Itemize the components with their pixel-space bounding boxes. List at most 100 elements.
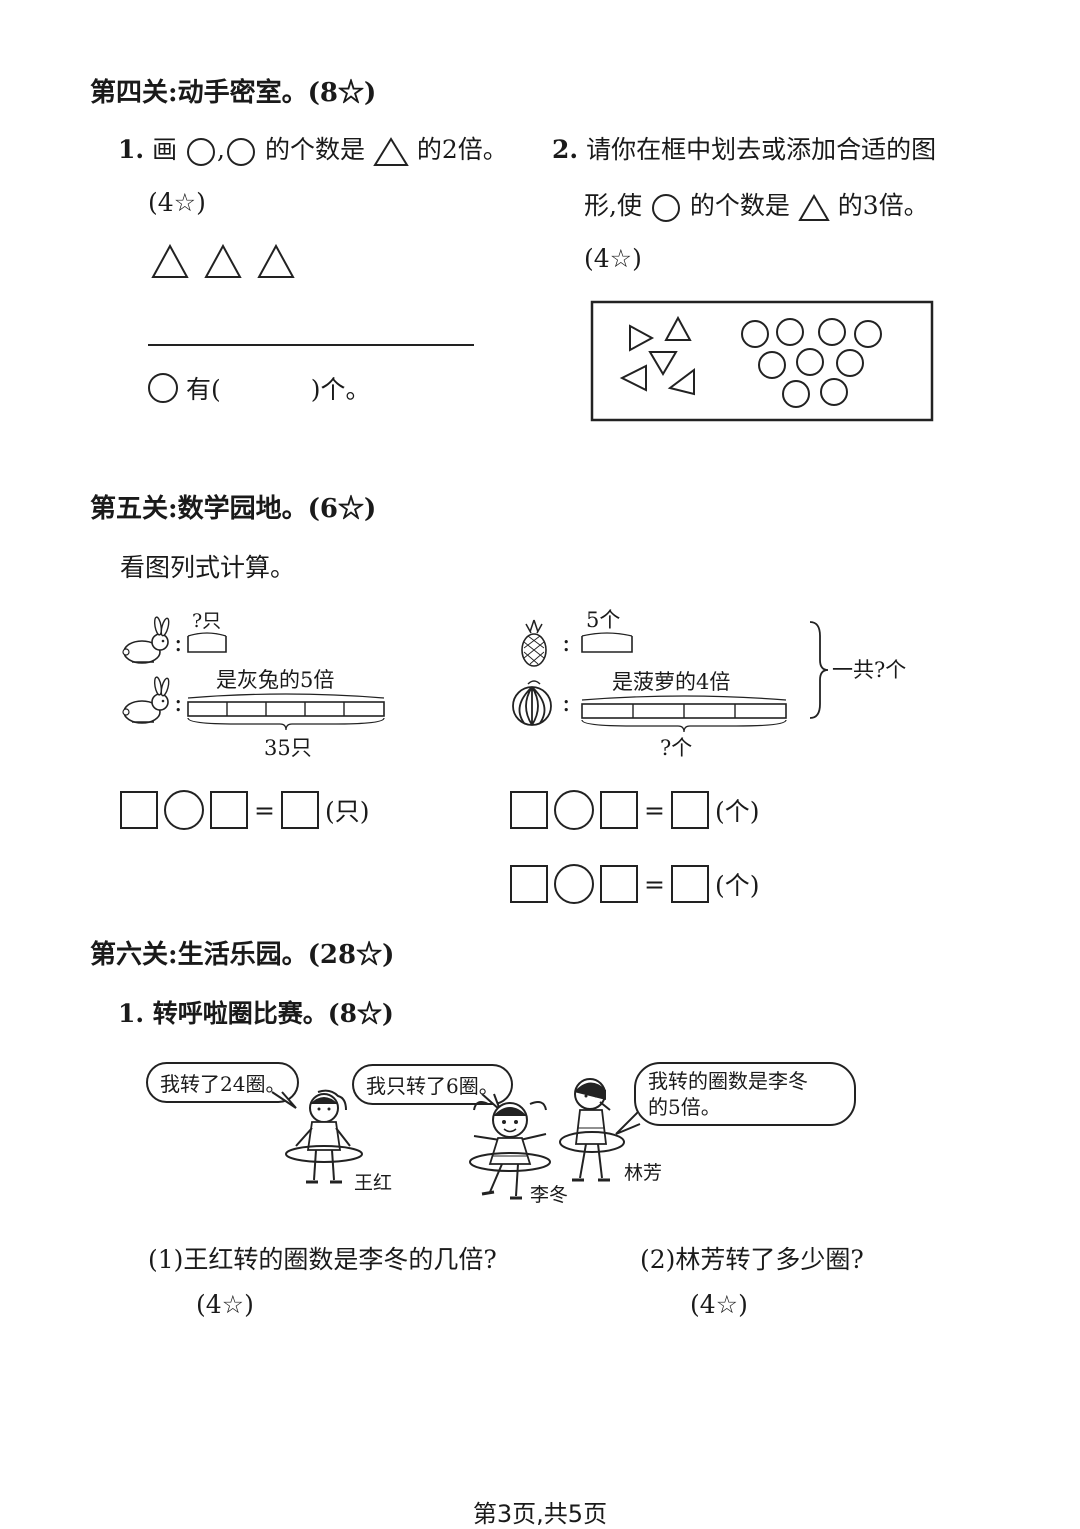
triangle-icon	[204, 243, 242, 278]
triangle-icon	[619, 364, 647, 392]
q2-line2-c: 的3倍。	[837, 191, 929, 220]
page-number: 第3页,共5页	[472, 1500, 608, 1528]
rabbit-icon	[122, 616, 170, 664]
right-multiple-bar	[581, 695, 787, 733]
q1-answer-suffix: )个。	[310, 375, 371, 404]
answer-box[interactable]	[670, 791, 709, 829]
triangle-icon	[373, 136, 409, 166]
right-unit-bar	[581, 632, 633, 653]
left-total-label: 35只	[264, 736, 312, 760]
circle-icon	[818, 318, 846, 346]
right-top-label: 5个	[586, 608, 621, 632]
triangle-icon	[151, 243, 189, 278]
answer-box[interactable]	[280, 791, 319, 829]
circle-icon	[854, 320, 882, 348]
left-multiple-bar	[187, 693, 385, 731]
right-bar-label: 是菠萝的4倍	[612, 670, 731, 694]
circle-icon	[782, 380, 810, 408]
speech-bubble-wanghong: 我转了24圈。	[146, 1062, 300, 1103]
q1-score: (4☆)	[148, 188, 206, 217]
q1-prompt: 1. 画 , 的个数是 的2倍。	[118, 130, 508, 167]
triangle-icon	[667, 368, 695, 396]
left-unit: (只)	[324, 797, 370, 826]
operator-circle[interactable]	[164, 790, 204, 830]
circle-icon	[758, 351, 786, 379]
left-unit-bar	[187, 632, 227, 653]
q2-prompt-line1: 2. 请你在框中划去或添加合适的图	[552, 130, 936, 166]
name-linfang: 林芳	[624, 1162, 663, 1184]
speech-bubble-lidong: 我只转了6圈。	[352, 1064, 513, 1105]
girl-lidong-illustration	[469, 1101, 551, 1200]
section-5-instruction: 看图列式计算。	[120, 553, 296, 582]
circle-icon	[836, 349, 864, 377]
circle-icon	[796, 348, 824, 376]
operator-circle[interactable]	[554, 790, 594, 830]
q2-number: 2.	[552, 135, 579, 164]
triangle-icon	[257, 243, 295, 278]
circle-icon	[820, 378, 848, 406]
circle-icon	[148, 373, 178, 403]
bubble3-line2: 的5倍。	[648, 1095, 721, 1119]
answer-box[interactable]	[670, 865, 709, 903]
name-wanghong: 王红	[354, 1172, 393, 1194]
q2-score: (4☆)	[584, 244, 642, 273]
right-total-brace	[809, 621, 829, 719]
equals-sign: =	[644, 795, 665, 825]
q2-line2-a: 形,使	[584, 191, 642, 220]
right-unit-1: (个)	[714, 797, 760, 826]
circle-icon	[741, 320, 769, 348]
q1-number: 1.	[118, 135, 145, 164]
girl-linfang-illustration	[559, 1078, 625, 1182]
right-unit-2: (个)	[714, 871, 760, 900]
watermelon-icon	[512, 680, 552, 726]
bubble3-line1: 我转的圈数是李冬	[648, 1069, 808, 1093]
pineapple-icon	[521, 619, 547, 667]
answer-box[interactable]	[510, 865, 548, 903]
section-6-title: 第六关:生活乐园。(28☆)	[90, 940, 395, 970]
answer-box[interactable]	[120, 791, 158, 829]
triangle-icon	[648, 351, 678, 376]
equals-sign: =	[644, 869, 665, 899]
sub-question-1: (1)王红转的圈数是李冬的几倍?	[148, 1245, 497, 1274]
q2-shape-box[interactable]	[590, 300, 936, 422]
q1-sep: ,	[217, 135, 225, 164]
answer-box[interactable]	[600, 791, 638, 829]
triangle-icon	[629, 324, 655, 352]
section-4-title: 第四关:动手密室。(8☆)	[90, 78, 377, 108]
right-equation-1: = (个)	[510, 790, 759, 830]
sub-question-2-score: (4☆)	[690, 1290, 748, 1319]
q2-line2-b: 的个数是	[689, 191, 790, 220]
girl-wanghong-illustration	[285, 1089, 363, 1184]
left-top-label: ?只	[192, 610, 222, 632]
name-lidong: 李冬	[530, 1184, 569, 1206]
sub-question-2: (2)林芳转了多少圈?	[640, 1245, 864, 1274]
circle-icon	[187, 137, 216, 166]
q1-answer: 有( )个。	[148, 370, 371, 406]
answer-box[interactable]	[210, 791, 248, 829]
operator-circle[interactable]	[554, 864, 594, 904]
left-bar-label: 是灰兔的5倍	[216, 668, 335, 692]
triangle-icon	[664, 315, 692, 341]
triangle-icon	[798, 193, 830, 221]
q1-text-a: 画	[152, 135, 178, 164]
answer-box[interactable]	[510, 791, 548, 829]
circle-icon	[651, 193, 680, 222]
right-equation-2: = (个)	[510, 864, 759, 904]
left-equation: = (只)	[120, 790, 369, 830]
circle-icon	[776, 318, 804, 346]
q1-text-c: 的2倍。	[416, 135, 508, 164]
q1-drawing-line[interactable]	[148, 344, 474, 346]
equals-sign: =	[254, 795, 275, 825]
answer-box[interactable]	[600, 865, 638, 903]
sub-question-1-score: (4☆)	[196, 1290, 254, 1319]
right-bottom-label: ?个	[660, 736, 693, 760]
section-6-q1-title: 1. 转呼啦圈比赛。(8☆)	[118, 999, 394, 1028]
q2-line1: 请你在框中划去或添加合适的图	[586, 135, 937, 164]
q1-triangles	[151, 243, 295, 278]
q1-text-b: 的个数是	[264, 135, 365, 164]
section-5-title: 第五关:数学园地。(6☆)	[90, 494, 377, 524]
q1-answer-prefix: 有(	[186, 375, 221, 404]
speech-bubble-linfang: 我转的圈数是李冬 的5倍。	[634, 1062, 856, 1126]
circle-icon	[226, 137, 255, 166]
right-brace-label: 一共?个	[832, 658, 907, 682]
